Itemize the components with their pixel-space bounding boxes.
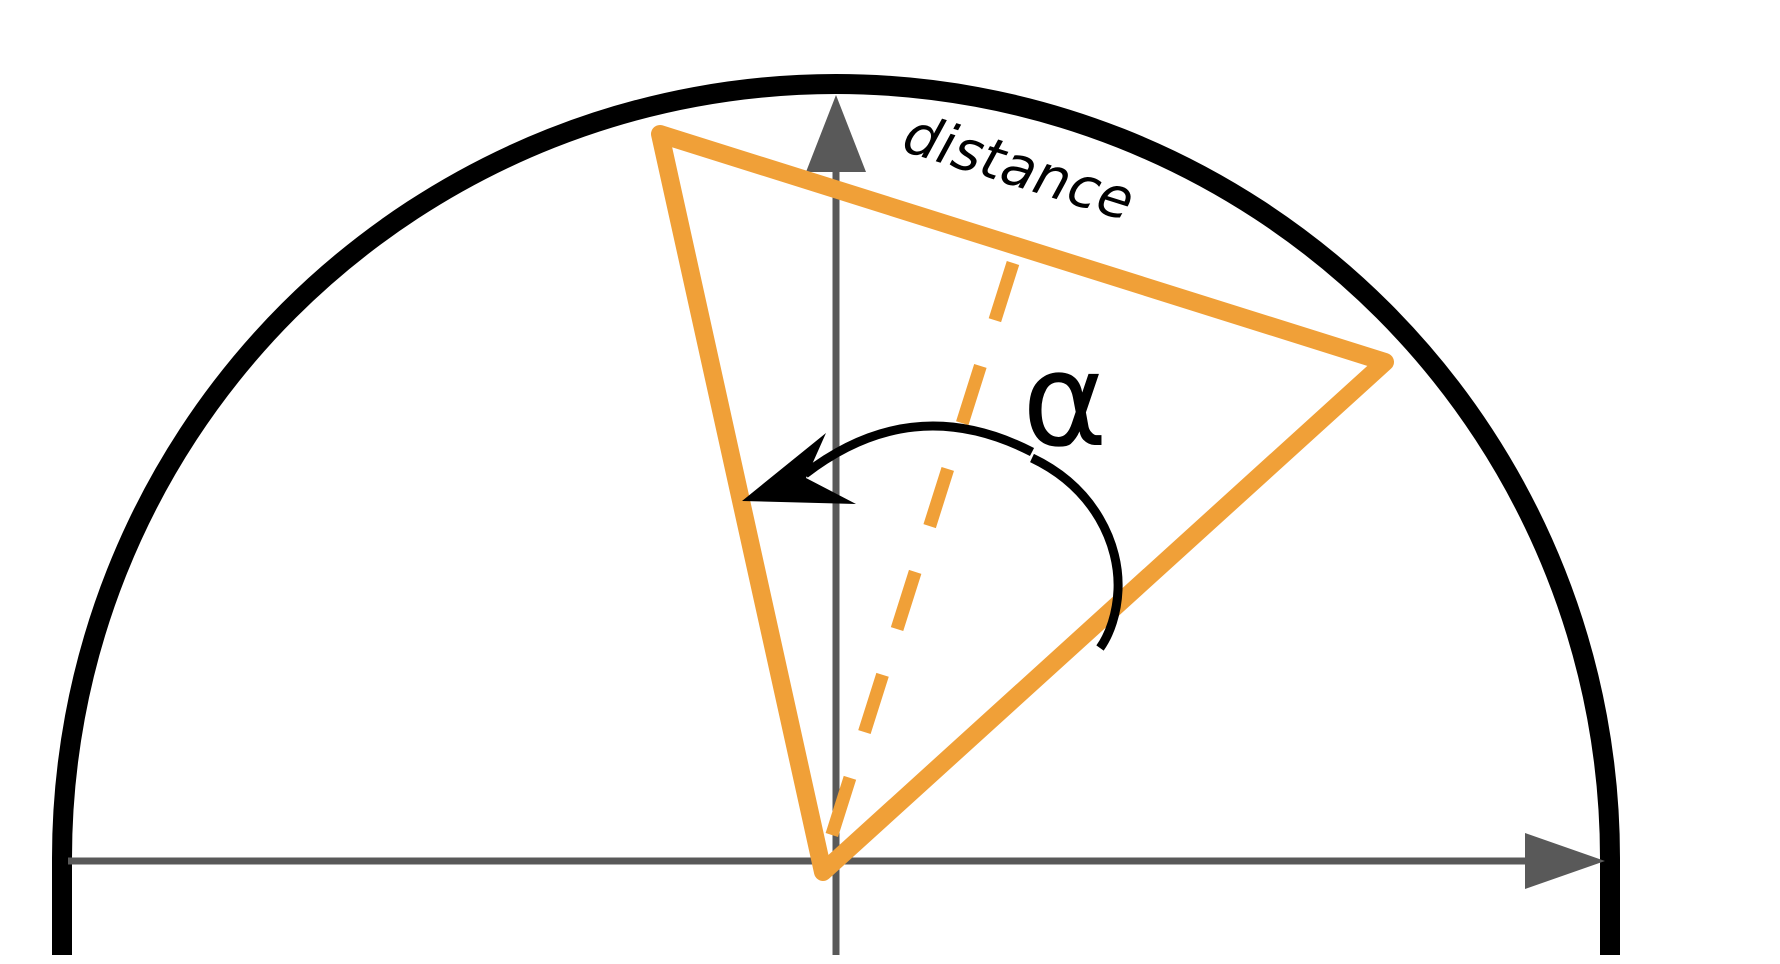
rotation-arrow-arc [1030, 453, 1123, 651]
orange-triangle [651, 125, 1394, 881]
y-axis-arrowhead [806, 95, 866, 172]
semicircle-boundary [52, 74, 1620, 955]
x-axis-arrowhead [1525, 833, 1605, 889]
alpha-label: α [1022, 324, 1108, 476]
rotation-arrow-arc-upper [802, 421, 1035, 478]
rotation-arrowhead [742, 433, 856, 504]
